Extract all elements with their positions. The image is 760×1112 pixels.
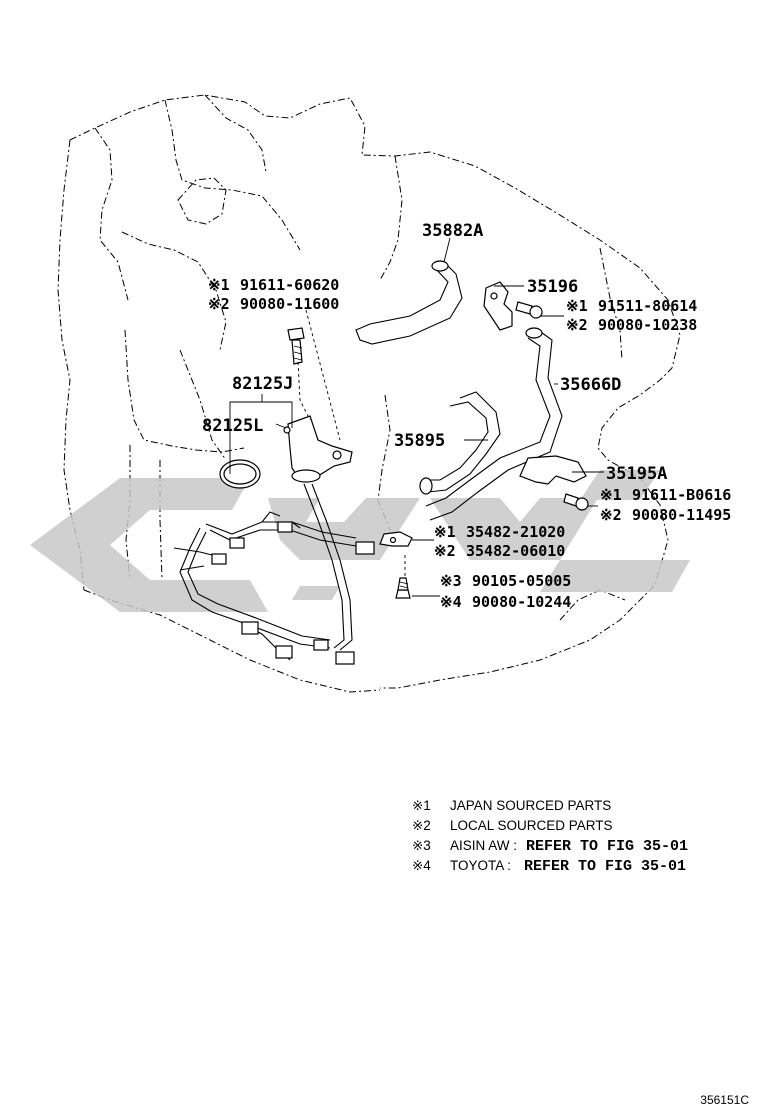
bolt-35195A-mark-2: ※2 (600, 506, 622, 524)
bolt-35196-part-1: 91511-80614 (598, 297, 697, 315)
legend-ref-4: REFER TO FIG 35-01 (524, 858, 686, 875)
legend-mark-1: ※1 (412, 798, 431, 813)
legend-mark-4: ※4 (412, 858, 431, 873)
callout-35195A: 35195A (606, 464, 667, 484)
bolt-35196-part-2: 90080-10238 (598, 316, 697, 334)
figure-number: 356151C (700, 1093, 749, 1107)
clamp-part-2: 35482-06010 (466, 542, 565, 560)
legend: ※1 JAPAN SOURCED PARTS ※2 LOCAL SOURCED … (412, 798, 688, 875)
wire-harness (173, 483, 375, 665)
bolt-35196-mark-2: ※2 (566, 316, 588, 334)
bracket-35196 (483, 281, 513, 331)
o-ring-82125L (219, 426, 291, 489)
bolt-left-mark-2: ※2 (208, 295, 230, 313)
bolt-left-part-2: 90080-11600 (240, 295, 339, 313)
legend-mark-3: ※3 (412, 838, 431, 853)
screw (395, 577, 411, 599)
clamp (379, 531, 413, 547)
bolt-35195A-part-1: 91611-B0616 (632, 486, 731, 504)
bolt-35195A-mark-1: ※1 (600, 486, 622, 504)
bolt-35195A-part-2: 90080-11495 (632, 506, 731, 524)
bolt-35196-mark-1: ※1 (566, 297, 588, 315)
callout-82125J: 82125J (232, 374, 293, 394)
hose-35895 (419, 391, 501, 495)
callout-35666D: 35666D (560, 375, 621, 395)
clamp-part-1: 35482-21020 (466, 523, 565, 541)
clamp-mark-2: ※2 (434, 542, 456, 560)
callout-35882A: 35882A (422, 221, 483, 241)
legend-text-3: AISIN AW : (450, 838, 517, 853)
legend-text-2: LOCAL SOURCED PARTS (450, 818, 613, 833)
screw-part-3: 90105-05005 (472, 572, 571, 590)
legend-mark-2: ※2 (412, 818, 431, 833)
leader-lines (229, 237, 604, 597)
hose-35882A (355, 260, 463, 345)
legend-text-1: JAPAN SOURCED PARTS (450, 798, 611, 813)
screw-mark-3: ※3 (440, 572, 462, 590)
callout-82125L: 82125L (202, 416, 263, 436)
screw-part-4: 90080-10244 (472, 593, 571, 611)
callout-35196: 35196 (527, 277, 578, 297)
bolt-left-part-1: 91611-60620 (240, 276, 339, 294)
bolt-left-mark-1: ※1 (208, 276, 230, 294)
bracket-35195A (519, 455, 587, 485)
hose-35666D (425, 327, 563, 521)
bolt-35196 (515, 301, 543, 319)
watermark-logo (30, 470, 690, 612)
clamp-mark-1: ※1 (434, 523, 456, 541)
bolt-35195A (563, 493, 589, 511)
sensor-82125J (287, 415, 353, 483)
legend-text-4: TOYOTA : (450, 858, 511, 873)
callout-35895: 35895 (394, 431, 445, 451)
bolt-sensor (287, 327, 305, 365)
screw-mark-4: ※4 (440, 593, 462, 611)
legend-ref-3: REFER TO FIG 35-01 (526, 838, 688, 855)
